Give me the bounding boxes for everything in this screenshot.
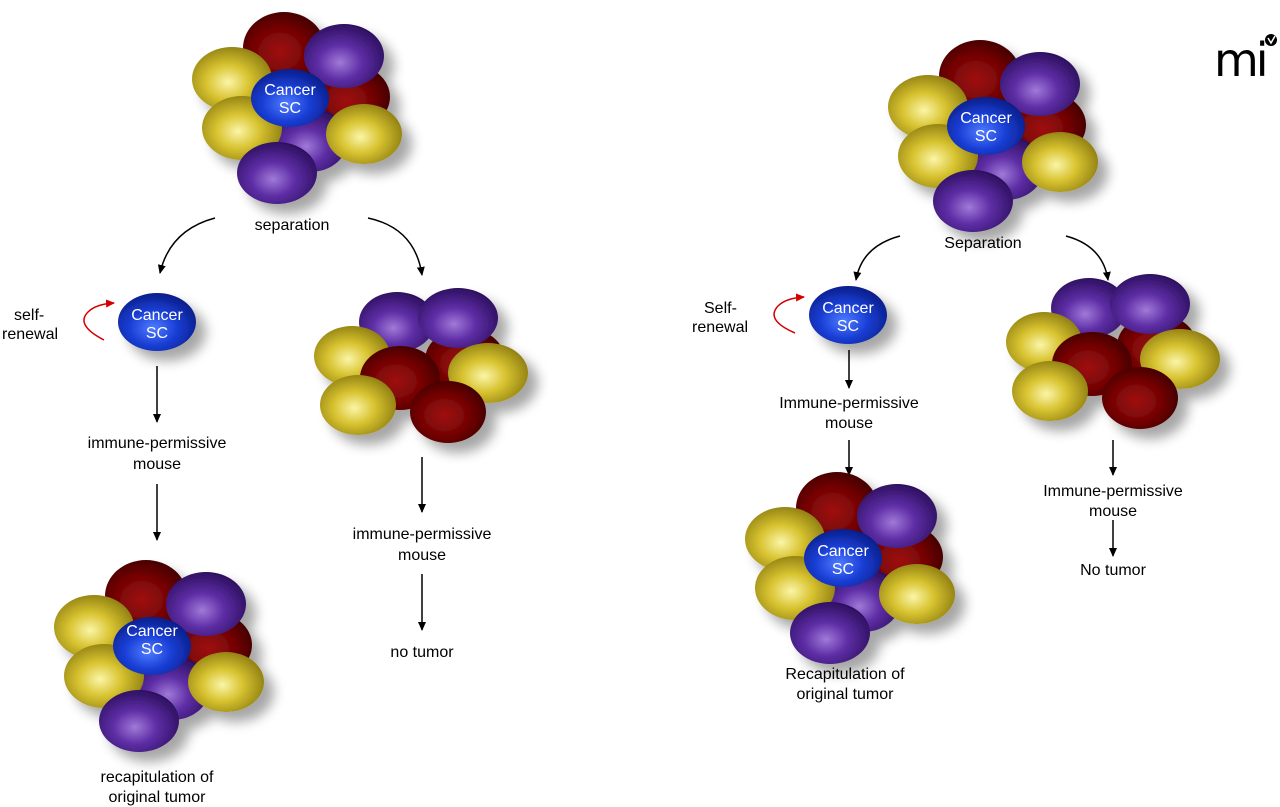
- svg-text:recapitulation of: recapitulation of: [101, 769, 215, 786]
- svg-text:immune-permissive: immune-permissive: [88, 435, 227, 452]
- svg-text:mi: mi: [1214, 33, 1266, 87]
- svg-text:mouse: mouse: [133, 456, 181, 473]
- svg-text:Cancer: Cancer: [131, 307, 183, 324]
- svg-text:Immune-permissive: Immune-permissive: [1043, 483, 1183, 500]
- svg-text:Cancer: Cancer: [126, 623, 178, 640]
- svg-text:Recapitulation of: Recapitulation of: [785, 666, 905, 683]
- svg-text:Immune-permissive: Immune-permissive: [779, 395, 919, 412]
- svg-text:mouse: mouse: [398, 547, 446, 564]
- recapitulated-tumor-cluster: Cancer SC: [745, 472, 955, 664]
- svg-text:SC: SC: [146, 325, 168, 342]
- svg-text:SC: SC: [837, 318, 859, 335]
- svg-text:mouse: mouse: [825, 415, 873, 432]
- svg-text:SC: SC: [832, 561, 854, 578]
- original-tumor-cluster: Cancer SC: [192, 12, 402, 204]
- non-stem-cell-cluster: [1006, 274, 1220, 429]
- svg-text:self-: self-: [14, 307, 44, 324]
- svg-text:Self-: Self-: [704, 300, 737, 317]
- arrow-right: [1065, 235, 1111, 281]
- right-panel: Cancer SC Separation Cancer SC Self- ren…: [692, 40, 1220, 703]
- non-stem-cell-cluster: [314, 288, 528, 443]
- no-tumor-label: no tumor: [390, 644, 454, 661]
- svg-text:Cancer: Cancer: [822, 300, 874, 317]
- isolated-cancer-sc: Cancer SC: [118, 293, 196, 351]
- svg-text:immune-permissive: immune-permissive: [353, 526, 492, 543]
- separation-label: separation: [255, 217, 330, 234]
- svg-text:SC: SC: [279, 100, 301, 117]
- svg-text:renewal: renewal: [692, 319, 748, 336]
- left-panel: Cancer SC separation Cancer SC self- ren…: [2, 12, 528, 806]
- svg-text:Cancer: Cancer: [817, 543, 869, 560]
- arrow-left: [157, 217, 216, 274]
- arrow-left: [853, 235, 901, 281]
- original-tumor-cluster: Cancer SC: [888, 40, 1098, 232]
- svg-text:Cancer: Cancer: [960, 110, 1012, 127]
- self-renewal-arrow: [773, 293, 805, 334]
- svg-text:original tumor: original tumor: [109, 789, 207, 806]
- journal-logo: mi: [1214, 33, 1277, 87]
- svg-text:SC: SC: [141, 641, 163, 658]
- svg-text:mouse: mouse: [1089, 503, 1137, 520]
- self-renewal-arrow: [83, 299, 115, 341]
- svg-text:Cancer: Cancer: [264, 82, 316, 99]
- separation-label: Separation: [944, 235, 1021, 252]
- isolated-cancer-sc: Cancer SC: [809, 286, 887, 344]
- svg-text:original tumor: original tumor: [797, 686, 895, 703]
- svg-text:SC: SC: [975, 128, 997, 145]
- arrow-right: [367, 217, 425, 276]
- no-tumor-label: No tumor: [1080, 562, 1146, 579]
- svg-text:renewal: renewal: [2, 326, 58, 343]
- recapitulated-tumor-cluster: Cancer SC: [54, 560, 264, 752]
